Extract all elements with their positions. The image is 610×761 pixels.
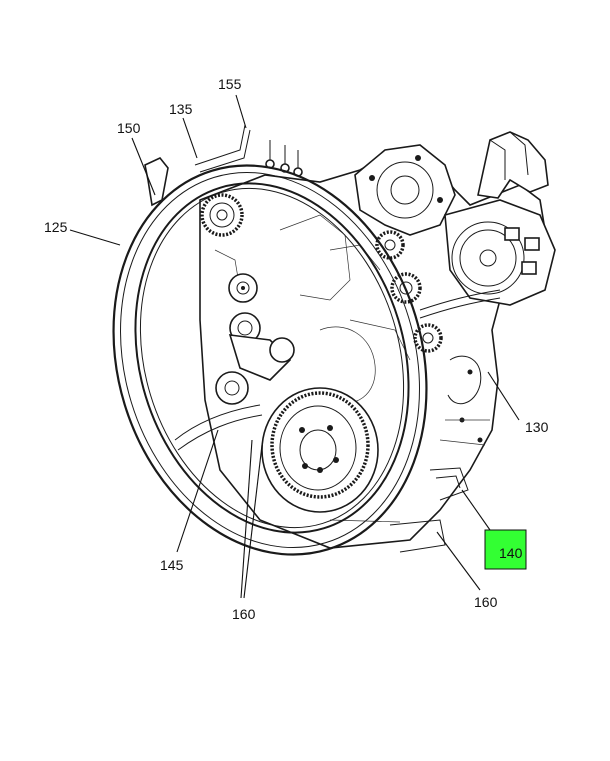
callout-160-right: 160	[474, 594, 498, 610]
flywheel-housing-ring	[112, 164, 428, 556]
callout-130: 130	[525, 419, 549, 435]
lifting-bracket	[144, 124, 251, 207]
leader-lines	[69, 94, 520, 599]
callout-160-left: 160	[232, 606, 256, 622]
callout-125: 125	[44, 219, 68, 235]
callout-140[interactable]: 140	[499, 545, 523, 561]
engine-assembly	[174, 131, 556, 553]
callout-140-highlight[interactable]: 140	[484, 529, 527, 570]
callout-labels: 155 135 150 125 130 140 145 160 160	[44, 76, 549, 622]
callout-135: 135	[169, 101, 193, 117]
callout-155: 155	[218, 76, 242, 92]
crankshaft-damper	[261, 387, 379, 513]
callout-145: 145	[160, 557, 184, 573]
callout-150: 150	[117, 120, 141, 136]
